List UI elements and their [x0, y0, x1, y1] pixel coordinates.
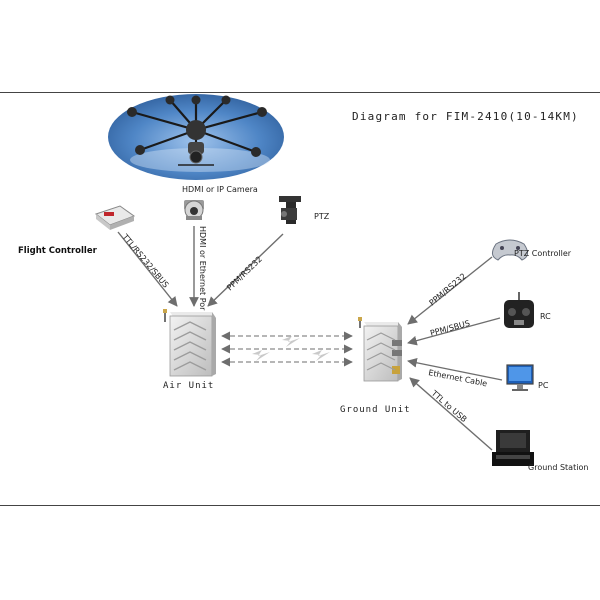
diagram-title: Diagram for FIM-2410(10-14KM): [352, 110, 579, 123]
wireless-link: [221, 331, 353, 367]
air-unit-device: [163, 309, 216, 377]
link-label-ptzc-ground: PPM/RS232: [428, 272, 468, 308]
ptz-gimbal-icon: [279, 196, 301, 224]
gamepad-icon: [492, 239, 528, 261]
camera-icon: [184, 200, 204, 220]
rc-label: RC: [540, 312, 551, 321]
flight-controller-icon: [94, 205, 136, 230]
link-label-ptz-air: PPM/RS232: [225, 255, 264, 293]
flight-controller-label: Flight Controller: [18, 246, 98, 256]
pc-label: PC: [538, 381, 549, 390]
diagram-frame: [0, 92, 600, 506]
ground-unit-label: Ground Unit: [340, 405, 411, 415]
pc-monitor-icon: [506, 364, 534, 391]
link-label-gs-ground: TTL to USB: [429, 388, 469, 424]
drone-image: [108, 94, 284, 180]
link-label-rc-ground: PPM/SBUS: [429, 319, 471, 338]
link-label-fc-air: TTL/RS232/SBUS: [120, 232, 171, 290]
rc-transmitter-icon: [504, 292, 534, 328]
link-label-camera-air: HDMI or Ethernet Por: [198, 226, 207, 311]
ground-station-case-icon: [492, 430, 534, 466]
ptz-controller-label: PTZ Controller: [514, 249, 572, 258]
ground-station-label: Ground Station: [528, 463, 588, 472]
ground-unit-device: [358, 317, 402, 382]
signal-bolt-icon: [252, 336, 330, 361]
camera-label: HDMI or IP Camera: [182, 185, 258, 194]
air-unit-label: Air Unit: [163, 381, 214, 391]
ptz-label: PTZ: [314, 212, 330, 221]
arrows-to-ground-unit: [407, 256, 503, 451]
arrows-to-air-unit: [117, 226, 284, 307]
